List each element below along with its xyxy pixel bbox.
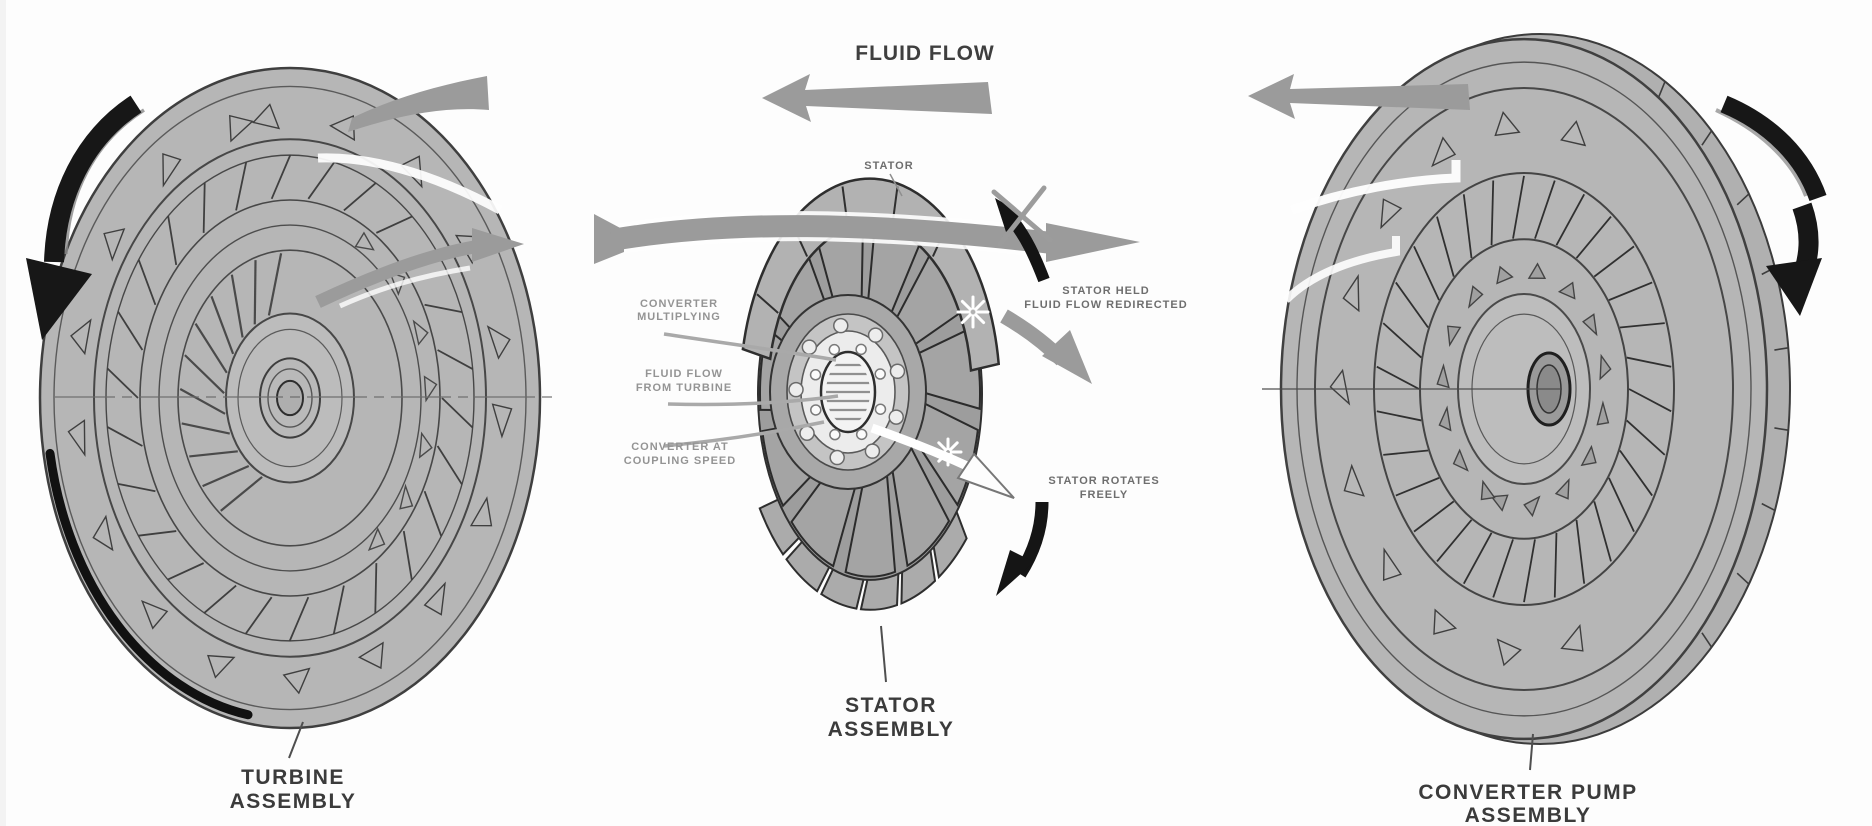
p-rim-ticks [1658,82,1788,648]
turbine-assembly-label: TURBINE [241,766,345,789]
fluid-flow-header: FLUID FLOW [762,42,994,122]
turbine-center-hole [277,381,303,415]
t-vanes [180,253,281,511]
pump-assembly-label: CONVERTER PUMP [1418,781,1637,804]
pump-leader-line [1530,734,1533,770]
scan-edge-artifact [0,0,6,826]
turbine-leader-line [289,722,303,758]
pump-rotation-arrow-icon [1724,104,1818,198]
stator-held-arrowhead [995,198,1026,232]
annotation-leader [664,422,824,446]
stator-held-cross-icon [1000,188,1044,244]
stator-assembly-label: STATOR [845,694,937,717]
annotation-fluid-flow-from-turbine: FLUID FLOW [645,368,723,380]
pump-assembly-illustration: CONVERTER PUMP ASSEMBLY [1248,34,1822,826]
annotation-converter-multiplying: MULTIPLYING [637,311,721,323]
free-flow-arrow-icon [958,454,1014,498]
annotation-converter-at-coupling-speed: CONVERTER AT [631,441,729,453]
redirected-flow-arrowhead [1042,330,1092,384]
pump-rotation-arrowhead [1766,258,1822,316]
stator-flow-arrow-icon [612,226,1052,243]
turbine-inflow-band-icon [348,76,489,132]
turbine-outflow-arrowhead [472,228,524,262]
s-castellation [789,319,904,465]
stator-flow-band-tail [594,214,624,264]
turbine-outflow-arrow-icon [318,246,480,302]
annotation-stator-held: STATOR HELD [1062,285,1149,297]
pump-rotation-arrow-edge [1716,110,1806,196]
turbine-ring [140,200,440,596]
pump-highlight-streak [1286,236,1396,300]
turbine-disc [40,68,540,728]
s-spline [824,365,872,419]
annotation-converter-multiplying: CONVERTER [640,298,718,310]
annotation-leader [668,396,838,405]
turbine-highlight-streak [318,158,500,210]
annotation-leader [664,334,836,360]
pump-highlight-streak [1292,160,1456,210]
stator-free-rotation-arrowhead [996,550,1034,596]
stator-assembly-label: ASSEMBLY [828,718,955,741]
turbine-rotation-arrow-icon [54,104,136,262]
stator-label-leader [890,174,902,196]
stator-assembly-leader [881,626,886,682]
p-blades [1377,176,1671,602]
pump-assembly-label: ASSEMBLY [1465,804,1592,826]
turbine-highlight-streak [340,268,470,306]
pump-inflow-arrow-icon [1248,74,1470,119]
annotation-fluid-flow-from-turbine: FROM TURBINE [636,382,732,394]
annotation-stator-rotates-freely: FREELY [1080,489,1128,501]
turbine-hub-ring [268,369,312,427]
stator-held-arrow-icon [1014,222,1044,280]
stator-label: STATOR [864,160,913,172]
annotation-stator-held: FLUID FLOW REDIRECTED [1024,299,1187,311]
s-burst1 [958,297,988,327]
fluid-flow-title: FLUID FLOW [855,42,994,65]
turbine-assembly-label: ASSEMBLY [230,790,357,813]
turbine-ring [238,329,342,466]
fluid-flow-arrow-icon [762,74,992,122]
p-drops [1434,263,1612,518]
turbine-assembly-illustration: TURBINE ASSEMBLY [26,68,556,813]
turbine-rotation-arrowhead [26,258,92,340]
turbine-ring [94,139,486,656]
turbine-ring [159,225,421,571]
p-tri [1329,112,1590,671]
stator-assembly-illustration: STATOR CONVERTER MULTIPLYING FLUID FLOW … [594,160,1187,741]
s-bolts [811,344,886,439]
turbine-rim-ring [54,86,526,709]
annotation-stator-rotates-freely: STATOR ROTATES [1048,475,1159,487]
turbine-ring [178,250,402,546]
stator-flow-arrowhead [1046,223,1140,262]
annotation-converter-at-coupling-speed: COUPLING SPEED [624,455,736,467]
turbine-shadow-crescent [50,453,248,714]
